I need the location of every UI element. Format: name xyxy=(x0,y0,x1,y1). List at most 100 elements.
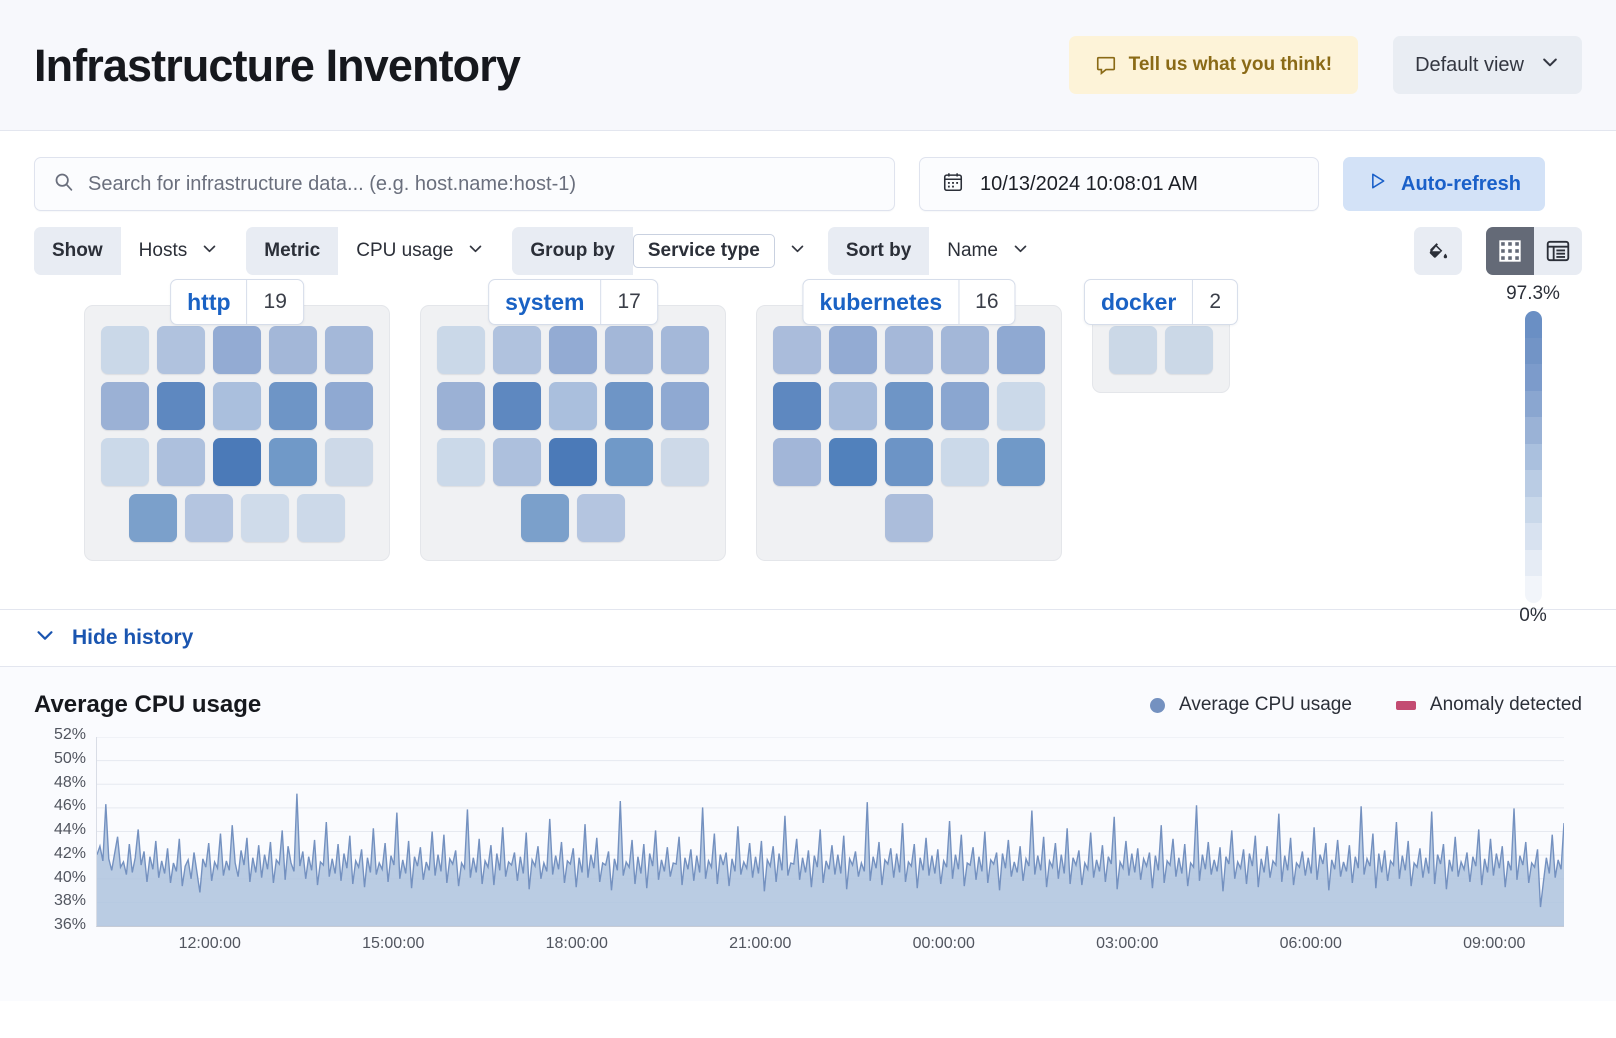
treemap-cell[interactable] xyxy=(157,326,205,374)
chevron-down-icon xyxy=(789,240,806,263)
treemap-cell[interactable] xyxy=(605,438,653,486)
treemap-cell[interactable] xyxy=(549,438,597,486)
treemap-cell[interactable] xyxy=(605,382,653,430)
treemap-cell[interactable] xyxy=(213,438,261,486)
search-input[interactable]: Search for infrastructure data... (e.g. … xyxy=(34,157,895,211)
treemap-cell[interactable] xyxy=(773,382,821,430)
filter-metric-value: CPU usage xyxy=(356,240,454,261)
color-scale-step xyxy=(1524,523,1542,550)
treemap-cell[interactable] xyxy=(157,438,205,486)
treemap-cell[interactable] xyxy=(997,326,1045,374)
treemap-cell[interactable] xyxy=(437,382,485,430)
treemap-cell[interactable] xyxy=(605,326,653,374)
treemap-cell[interactable] xyxy=(437,438,485,486)
treemap-cell[interactable] xyxy=(773,326,821,374)
treemap-cell[interactable] xyxy=(493,438,541,486)
legend-label: Average CPU usage xyxy=(1179,694,1352,715)
treemap-cell[interactable] xyxy=(829,326,877,374)
treemap-cell[interactable] xyxy=(297,494,345,542)
treemap-cell[interactable] xyxy=(885,494,933,542)
treemap-cell[interactable] xyxy=(997,438,1045,486)
treemap-cell[interactable] xyxy=(1165,326,1213,374)
treemap-cell[interactable] xyxy=(885,382,933,430)
hide-history-button[interactable]: Hide history xyxy=(34,624,193,652)
legend-item-average-cpu-usage[interactable]: Average CPU usage xyxy=(1150,694,1352,716)
treemap-cell[interactable] xyxy=(269,382,317,430)
group-count: 16 xyxy=(958,280,1014,324)
chart-legend: Average CPU usage Anomaly detected xyxy=(1150,694,1582,716)
treemap-cell[interactable] xyxy=(885,438,933,486)
treemap-cell[interactable] xyxy=(941,326,989,374)
date-picker[interactable]: 10/13/2024 10:08:01 AM xyxy=(919,157,1319,211)
color-scale-step xyxy=(1524,470,1542,497)
auto-refresh-button[interactable]: Auto-refresh xyxy=(1343,157,1546,211)
chart-canvas[interactable] xyxy=(96,737,1564,927)
treemap-cell[interactable] xyxy=(829,438,877,486)
y-tick-label: 42% xyxy=(53,844,86,862)
treemap-cell[interactable] xyxy=(521,494,569,542)
treemap-cell[interactable] xyxy=(941,382,989,430)
default-view-button[interactable]: Default view xyxy=(1393,36,1582,94)
filter-metric: Metric CPU usage xyxy=(246,227,501,275)
calendar-icon xyxy=(942,171,964,198)
filter-group-by-value: Service type xyxy=(632,234,775,268)
grid-view-icon[interactable] xyxy=(1486,227,1534,275)
chevron-down-icon xyxy=(201,240,218,263)
color-scale-step xyxy=(1524,496,1542,524)
treemap-cell[interactable] xyxy=(269,326,317,374)
treemap-cell[interactable] xyxy=(773,438,821,486)
group-body-system xyxy=(420,305,726,561)
treemap-cell[interactable] xyxy=(493,382,541,430)
comment-icon xyxy=(1095,54,1117,76)
filter-metric-select[interactable]: CPU usage xyxy=(338,227,501,275)
treemap-cell[interactable] xyxy=(157,382,205,430)
treemap-cell[interactable] xyxy=(577,494,625,542)
treemap-cell[interactable] xyxy=(241,494,289,542)
treemap-cell[interactable] xyxy=(661,438,709,486)
treemap-cell[interactable] xyxy=(1109,326,1157,374)
group-count: 2 xyxy=(1192,280,1237,324)
treemap-cell[interactable] xyxy=(325,438,373,486)
treemap-cell[interactable] xyxy=(437,326,485,374)
y-tick-label: 38% xyxy=(53,892,86,910)
feedback-button[interactable]: Tell us what you think! xyxy=(1068,36,1359,94)
group-name: kubernetes xyxy=(819,288,943,315)
x-tick-label: 21:00:00 xyxy=(729,935,792,952)
treemap-cell[interactable] xyxy=(549,382,597,430)
treemap-cell[interactable] xyxy=(185,494,233,542)
treemap-cell[interactable] xyxy=(885,326,933,374)
treemap-cell[interactable] xyxy=(101,438,149,486)
treemap-cell[interactable] xyxy=(829,382,877,430)
filter-show-value: Hosts xyxy=(138,240,188,261)
filter-sort-by-select[interactable]: Name xyxy=(929,227,1045,275)
treemap-cell[interactable] xyxy=(941,438,989,486)
treemap-cell[interactable] xyxy=(101,382,149,430)
treemap-cell[interactable] xyxy=(661,326,709,374)
paint-bucket-icon[interactable] xyxy=(1414,227,1462,275)
treemap-cell[interactable] xyxy=(129,494,177,542)
table-view-icon[interactable] xyxy=(1534,227,1582,275)
chevron-down-icon xyxy=(1012,240,1029,263)
treemap-cell[interactable] xyxy=(661,382,709,430)
treemap-cell[interactable] xyxy=(325,382,373,430)
filter-show-select[interactable]: Hosts xyxy=(120,227,235,275)
treemap-cell[interactable] xyxy=(325,326,373,374)
treemap-cell[interactable] xyxy=(997,382,1045,430)
treemap-row xyxy=(101,438,373,486)
group-header-kubernetes[interactable]: kubernetes 16 xyxy=(802,279,1016,325)
treemap-cell[interactable] xyxy=(269,438,317,486)
filter-group-by-select[interactable]: Service type xyxy=(632,227,816,275)
x-tick-label: 00:00:00 xyxy=(912,935,975,952)
treemap-cell[interactable] xyxy=(493,326,541,374)
treemap-cell[interactable] xyxy=(213,326,261,374)
treemap-cell[interactable] xyxy=(213,382,261,430)
treemap-cell[interactable] xyxy=(549,326,597,374)
legend-item-anomaly-detected[interactable]: Anomaly detected xyxy=(1395,694,1582,716)
x-tick-label: 18:00:00 xyxy=(545,935,608,952)
y-tick-label: 50% xyxy=(53,749,86,767)
treemap-cell[interactable] xyxy=(101,326,149,374)
